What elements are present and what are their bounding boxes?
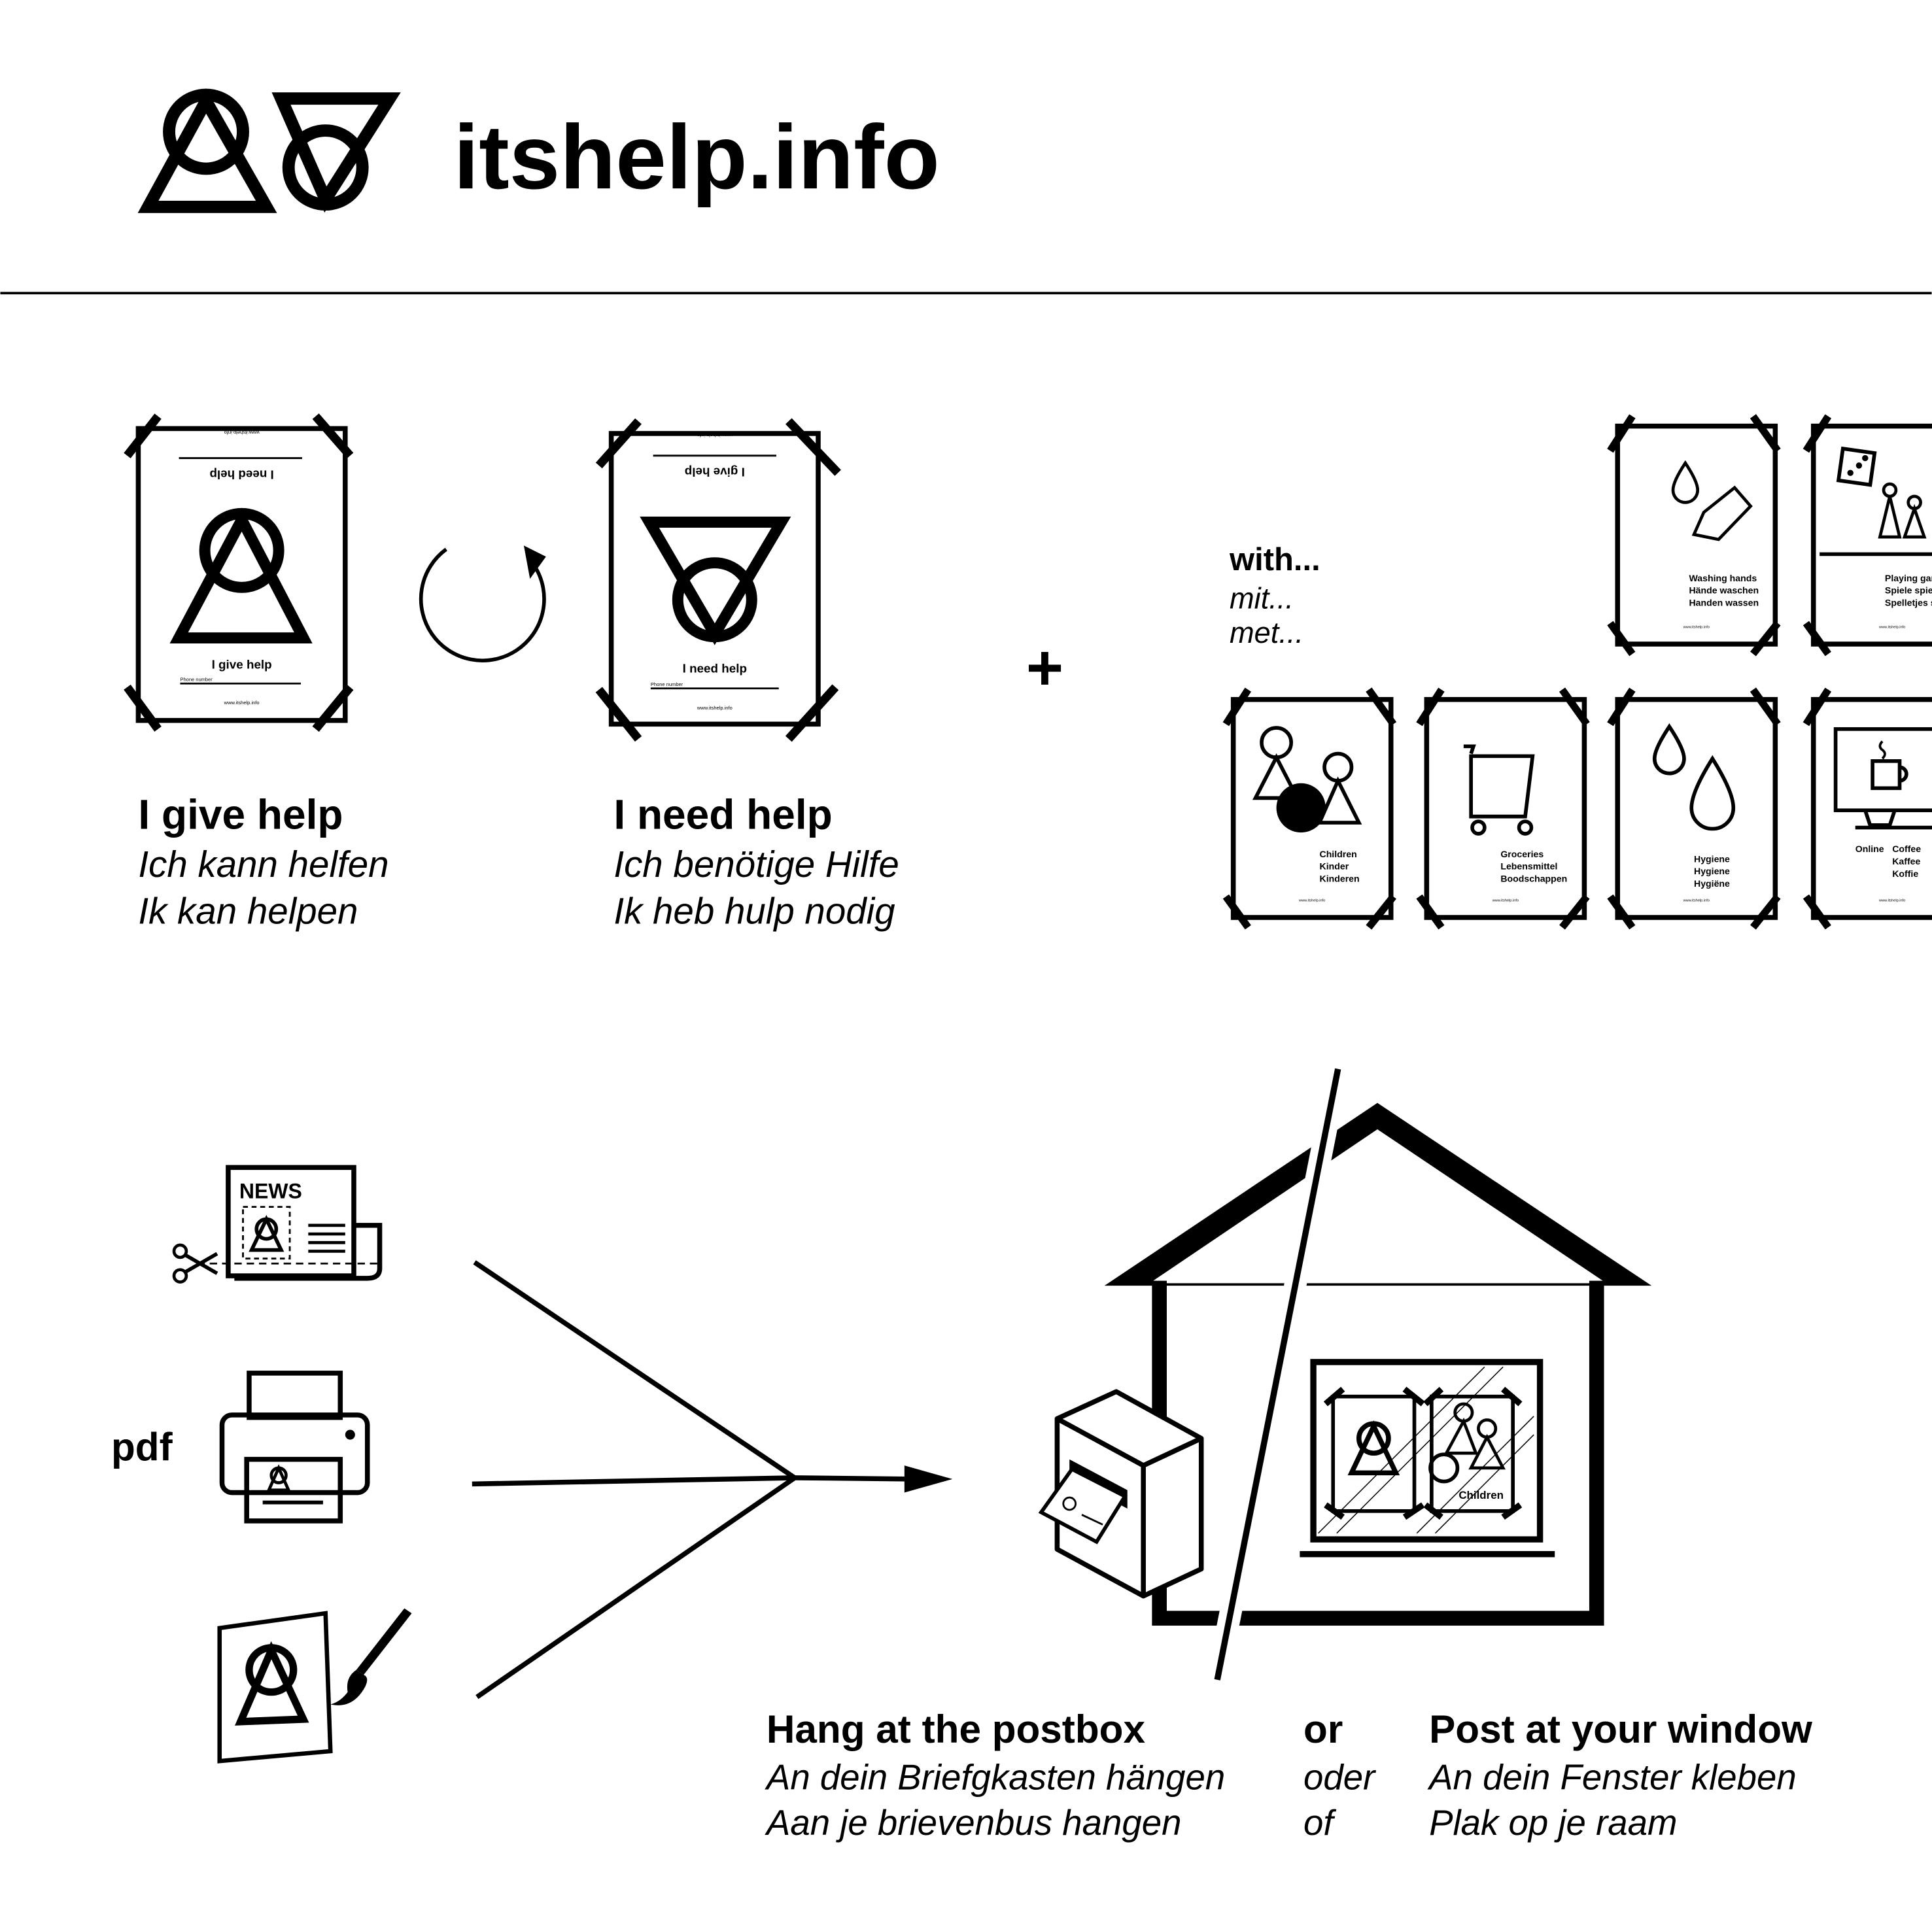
site-title: itshelp.info	[454, 106, 940, 208]
pdf-label: pdf	[111, 1425, 173, 1469]
topic-label: Washing hands	[1689, 573, 1757, 583]
tape-icon	[1803, 687, 1832, 930]
converging-arrow	[472, 1260, 953, 1700]
topic-label: Handen wassen	[1689, 598, 1759, 608]
topic-label: Spelletjes spelen	[1885, 598, 1932, 608]
poster-url: www.itshelp.info	[697, 705, 733, 711]
window	[1310, 1359, 1544, 1543]
logo	[137, 88, 401, 213]
poster-url: www.itshelp.info	[1878, 899, 1905, 903]
window-en: Post at your window	[1429, 1707, 1812, 1751]
tape-icon	[1803, 414, 1832, 657]
poster-url: www.itshelp.info	[1298, 899, 1325, 903]
poster-phone: Phone number	[651, 681, 683, 687]
topic-label: Online	[1855, 844, 1884, 854]
need-label-nl: Ik heb hulp nodig	[613, 890, 895, 931]
postbox-nl: Aan je brievenbus hangen	[765, 1803, 1182, 1843]
tape-icon	[124, 413, 354, 732]
tape-icon	[1607, 414, 1781, 657]
coffee-monitor-icon	[1833, 727, 1932, 830]
poster-title: I give help	[212, 658, 272, 672]
newspaper-icon: NEWS	[197, 1165, 383, 1281]
poster-url: www.itshelp.info	[1878, 625, 1905, 629]
window-de: An dein Fenster kleben	[1427, 1757, 1797, 1797]
topic-label: Hygiëne	[1694, 878, 1730, 889]
postbox-de: An dein Briefgkasten hängen	[765, 1757, 1225, 1797]
need-help-symbol-icon	[271, 92, 401, 213]
give-help-symbol-icon	[137, 88, 277, 213]
need-help-poster: I give help www.itshelp.info I need help…	[595, 418, 841, 742]
rotate-arrow-icon	[419, 545, 546, 662]
poster-flip-title: I need help	[209, 468, 273, 481]
topic-label: Playing games	[1885, 573, 1932, 583]
with-en: with...	[1229, 542, 1320, 577]
printer-icon	[219, 1371, 370, 1524]
plus-sign: +	[1026, 632, 1063, 704]
with-nl: met...	[1230, 616, 1303, 649]
window-poster-label: Children	[1458, 1489, 1504, 1501]
topic-poster: www.itshelp.info Playing gamesSpiele spie…	[1803, 414, 1932, 657]
topic-label: Kinder	[1320, 861, 1349, 872]
give-help-poster: I need help www.itshelp.info I give help…	[124, 413, 354, 732]
topic-label: Koffie	[1892, 868, 1918, 879]
poster-url: www.itshelp.info	[224, 430, 260, 436]
topic-poster: www.itshelp.info GroceriesLebensmittelBoo…	[1416, 687, 1590, 930]
topic-label: Groceries	[1500, 849, 1544, 859]
split-divider	[1214, 1068, 1341, 1681]
poster-url: www.itshelp.info	[1492, 899, 1519, 903]
topic-label: Hygiene	[1694, 866, 1730, 876]
topic-label: Hygiene	[1694, 853, 1730, 864]
tape-icon	[1416, 687, 1590, 930]
with-de: mit...	[1230, 581, 1294, 615]
news-label: NEWS	[239, 1179, 302, 1203]
hand-drawn-poster-icon	[217, 1611, 333, 1764]
window-nl: Plak op je raam	[1429, 1803, 1677, 1843]
topic-label: Kinderen	[1320, 873, 1360, 883]
topic-label: Lebensmittel	[1500, 861, 1557, 872]
give-label-de: Ich kann helfen	[138, 844, 388, 885]
washing-hands-icon	[1671, 460, 1753, 541]
poster-phone: Phone number	[180, 676, 213, 682]
give-label-en: I give help	[138, 791, 343, 838]
poster-title: I need help	[683, 661, 747, 675]
need-label-de: Ich benötige Hilfe	[613, 844, 899, 885]
topic-label: Kaffee	[1892, 856, 1920, 866]
house-illustration: Children	[1104, 1067, 1652, 1683]
give-label-nl: Ik kan helpen	[138, 890, 358, 931]
games-icon	[1820, 446, 1932, 556]
topic-label: Coffee	[1892, 844, 1921, 854]
need-label-en: I need help	[613, 791, 832, 838]
poster-url: www.itshelp.info	[224, 700, 260, 706]
children-icon	[1252, 726, 1362, 833]
poster-url: www.itshelp.info	[1683, 899, 1710, 903]
tape-icon	[1222, 687, 1397, 930]
scissors-icon	[172, 1243, 218, 1284]
topic-label: Children	[1320, 849, 1357, 859]
drops-icon	[1652, 723, 1736, 831]
poster-url: www.itshelp.info	[697, 432, 733, 438]
or-de: oder	[1303, 1757, 1377, 1797]
postbox-en: Hang at the postbox	[767, 1707, 1146, 1751]
topic-label: Hände waschen	[1689, 585, 1759, 596]
tape-icon	[595, 418, 841, 742]
cart-icon	[1463, 744, 1535, 836]
postbox-icon	[1038, 1389, 1204, 1599]
topic-label: Spiele spielen	[1885, 585, 1932, 596]
paintbrush-icon	[330, 1608, 412, 1705]
or-nl: of	[1303, 1803, 1336, 1843]
poster-flip-title: I give help	[685, 466, 745, 479]
topic-label: Boodschappen	[1500, 873, 1567, 883]
tape-icon	[1607, 687, 1781, 930]
or-en: or	[1303, 1707, 1343, 1751]
poster-url: www.itshelp.info	[1683, 625, 1710, 629]
